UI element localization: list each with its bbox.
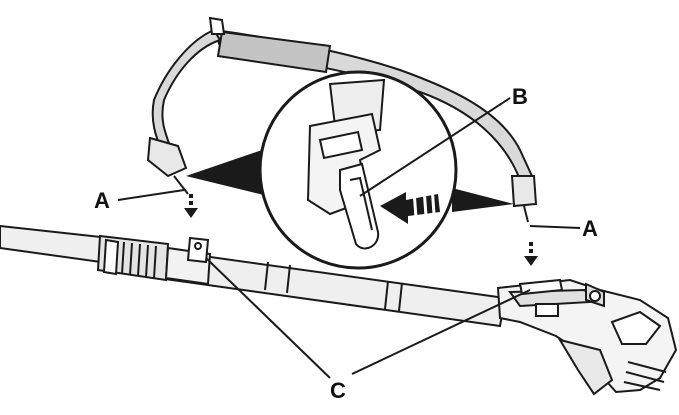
label-b: B bbox=[512, 84, 528, 109]
label-a-left: A bbox=[94, 188, 110, 213]
strap-ring-left bbox=[188, 238, 208, 262]
shaft bbox=[0, 226, 505, 326]
label-c: C bbox=[330, 378, 346, 403]
magnifier-detail bbox=[260, 72, 456, 268]
label-a-right: A bbox=[582, 216, 598, 241]
saw-head bbox=[498, 280, 676, 394]
